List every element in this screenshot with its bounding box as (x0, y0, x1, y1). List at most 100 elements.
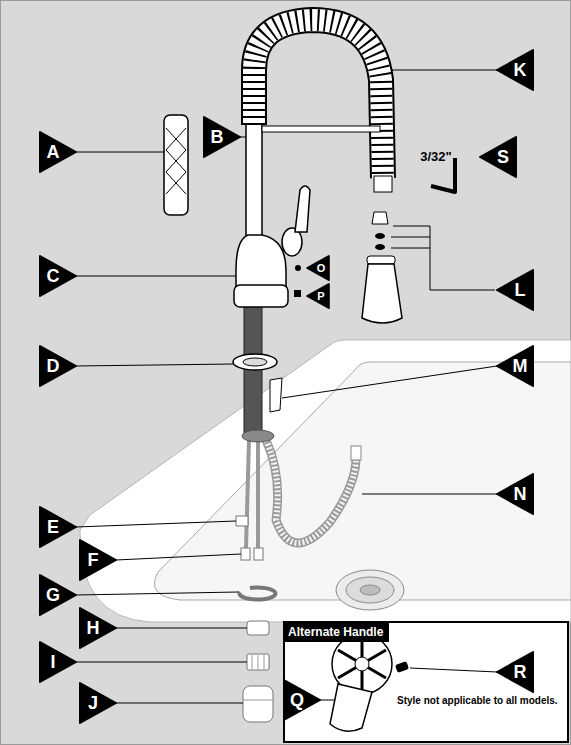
callout-marker (307, 256, 329, 280)
callout-letter: S (497, 147, 509, 167)
supply-line (246, 440, 249, 548)
callout-letter: D (47, 356, 60, 376)
callout-marker (40, 256, 76, 296)
callout-letter: B (211, 127, 224, 147)
callout-letter: N (514, 484, 527, 504)
nut (247, 654, 269, 670)
weight-line (243, 700, 273, 701)
callout-marker (307, 284, 329, 308)
alt-handle-spokes (338, 636, 386, 692)
dimension-label: 3/32" (420, 147, 451, 167)
inset-heading: Alternate Handle (285, 623, 389, 642)
leader-line (116, 703, 243, 704)
escutcheon (233, 354, 277, 370)
leader-line (116, 628, 247, 629)
spray-collar (367, 256, 395, 264)
spray-holder (374, 176, 392, 192)
inset-box: Alternate HandleStyle not applicable to … (283, 621, 569, 743)
valve-body (236, 235, 286, 290)
callout-marker (497, 346, 533, 386)
callout-marker (40, 132, 76, 172)
callout-marker (80, 608, 116, 648)
sink-top (80, 340, 571, 622)
hose-outline (266, 440, 356, 543)
escutcheon-hole (243, 358, 267, 366)
callout-marker (497, 50, 533, 90)
drain-inner (346, 577, 394, 603)
callout-marker (284, 680, 320, 720)
callout-marker (40, 642, 76, 682)
leader-line (76, 592, 238, 595)
tool-lattice (166, 128, 186, 194)
alt-handle-body (330, 684, 372, 731)
alt-set-screw (395, 661, 409, 673)
nut-rib (264, 655, 265, 669)
callout-letter: C (47, 266, 60, 286)
callout-marker (497, 474, 533, 514)
c-washer (239, 587, 275, 599)
leader-line (76, 521, 236, 527)
alt-handle-hub (355, 657, 369, 671)
callout-marker (204, 117, 240, 157)
sink-basin (154, 362, 571, 600)
coil-outline (254, 20, 383, 178)
support-bar (262, 126, 380, 132)
callout-marker (497, 652, 533, 692)
leader-line (76, 364, 233, 366)
callout-letter: M (513, 356, 528, 376)
hose-fitting (351, 446, 361, 460)
callout-letter: J (88, 693, 98, 713)
callout-letter: F (88, 550, 99, 570)
fitting-e (236, 516, 248, 526)
callout-letter: I (50, 652, 55, 672)
callout-letter: A (47, 142, 60, 162)
button-plug (294, 290, 301, 297)
shank (244, 305, 262, 437)
nut-rib (252, 655, 253, 669)
drain (336, 570, 404, 610)
leader-line (76, 276, 236, 277)
callout-letter: E (47, 517, 59, 537)
set-screw (295, 265, 301, 271)
callout-marker (80, 683, 116, 723)
callout-letter: P (317, 290, 324, 302)
leader-line (410, 668, 497, 672)
spray-head (362, 264, 402, 323)
leader-line (320, 700, 334, 701)
callout-letter: H (87, 618, 100, 638)
drain-center (360, 585, 380, 595)
callout-letter: Q (290, 690, 304, 710)
callout-letter: K (514, 60, 527, 80)
sink-hole (242, 430, 274, 442)
leader-line (362, 494, 497, 495)
fitting-f (254, 548, 263, 560)
callout-marker (40, 507, 76, 547)
leader-line (392, 70, 497, 71)
lever (295, 186, 310, 232)
callout-marker (40, 575, 76, 615)
spout-tube (246, 110, 262, 245)
nut (247, 621, 269, 635)
callout-marker (480, 137, 516, 177)
o-ring (375, 244, 385, 250)
callout-marker (80, 540, 116, 580)
coil-fill (254, 20, 383, 178)
clip (270, 378, 282, 412)
callout-letter: R (514, 662, 527, 682)
hose-weight (243, 686, 273, 722)
hose (266, 440, 356, 543)
callout-letter: L (515, 280, 526, 300)
callout-letter: O (317, 262, 326, 274)
leader-line (116, 554, 241, 560)
spray-nozzle (372, 212, 388, 224)
base-ring (234, 285, 288, 307)
o-ring (375, 233, 385, 239)
inset-panel (283, 621, 569, 743)
leader-line (76, 662, 247, 663)
callout-marker (40, 346, 76, 386)
inset-note: Style not applicable to all models. (397, 695, 565, 707)
leader-bracket (391, 226, 495, 290)
